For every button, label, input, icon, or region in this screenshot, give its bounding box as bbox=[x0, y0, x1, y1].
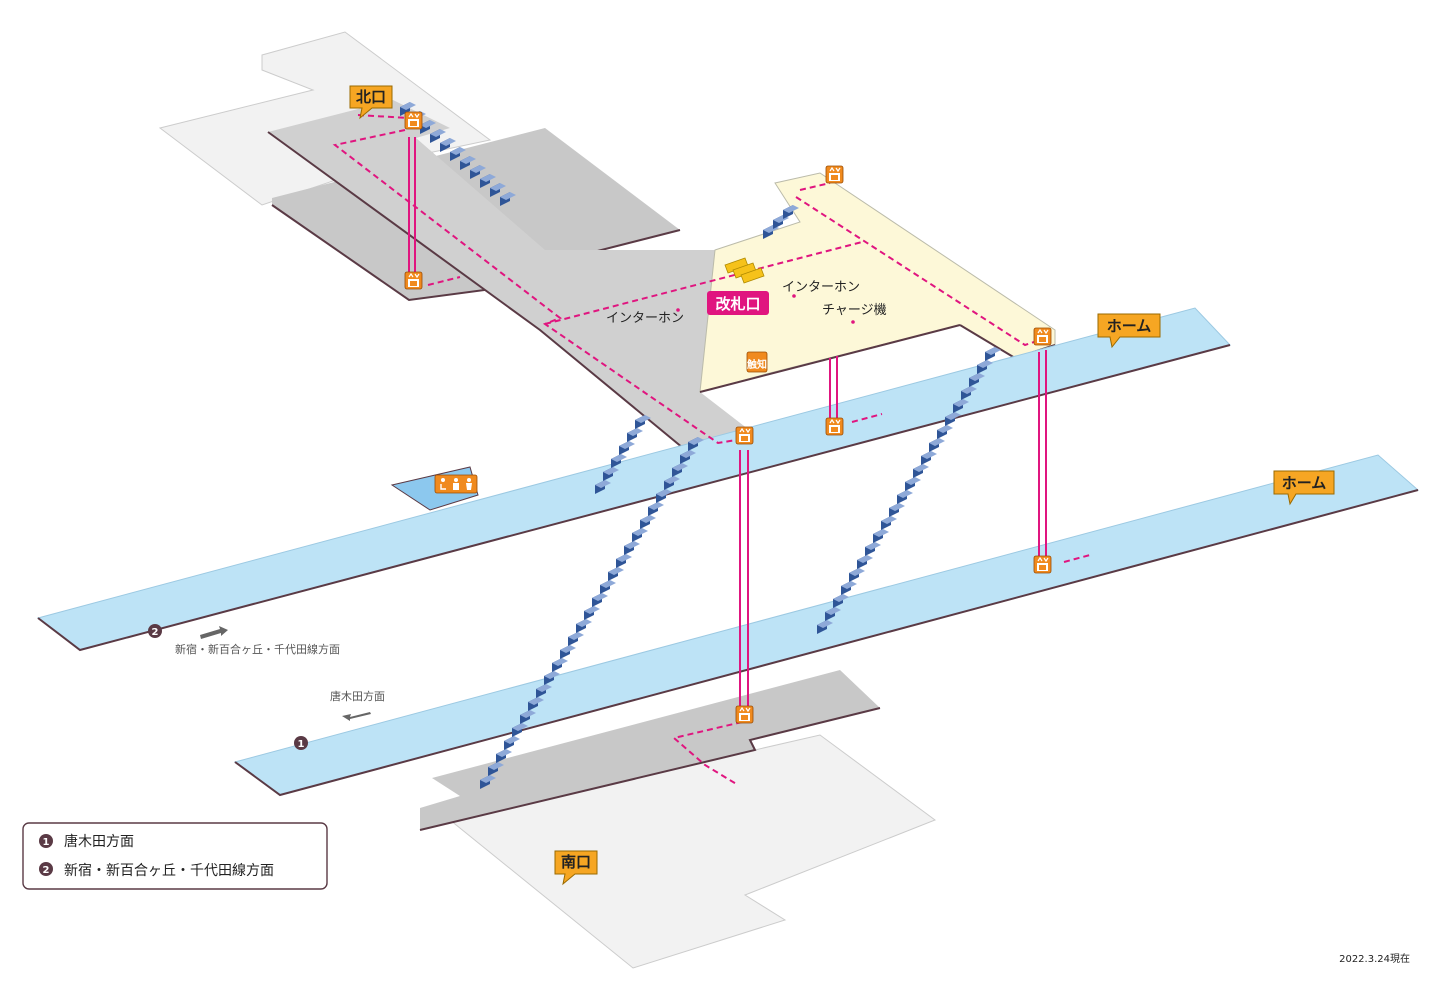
svg-text:1: 1 bbox=[298, 739, 305, 750]
tactile-map-icon: 触知 bbox=[746, 351, 768, 373]
platform1-direction: 唐木田方面 1 bbox=[294, 689, 385, 750]
charge-machine-label: チャージ機 bbox=[822, 303, 887, 318]
charge-machine-marker bbox=[851, 320, 855, 324]
platform2-direction: 2 新宿・新百合ヶ丘・千代田線方面 bbox=[148, 624, 340, 656]
accessible-toilet-icon bbox=[434, 474, 478, 494]
elevator-icon bbox=[404, 111, 423, 130]
north-exit-callout: 北口 bbox=[349, 85, 393, 120]
platform-lower-callout: ホーム bbox=[1273, 470, 1335, 506]
intercom-marker-right bbox=[792, 294, 796, 298]
svg-text:南口: 南口 bbox=[561, 853, 591, 871]
svg-text:新宿・新百合ヶ丘・千代田線方面: 新宿・新百合ヶ丘・千代田線方面 bbox=[64, 862, 274, 879]
svg-text:2: 2 bbox=[43, 865, 50, 876]
svg-text:2: 2 bbox=[152, 627, 159, 638]
south-concourse bbox=[420, 670, 880, 830]
svg-text:ホーム: ホーム bbox=[1282, 474, 1327, 492]
svg-text:北口: 北口 bbox=[356, 88, 386, 106]
elevator-icon bbox=[1033, 555, 1052, 574]
intercom-label-left: インターホン bbox=[606, 311, 684, 326]
elevator-shafts bbox=[408, 137, 1047, 710]
svg-text:唐木田方面: 唐木田方面 bbox=[330, 689, 385, 703]
elevator-icon bbox=[825, 417, 844, 436]
legend: 1 唐木田方面 2 新宿・新百合ヶ丘・千代田線方面 bbox=[22, 822, 328, 890]
elevator-icon bbox=[735, 705, 754, 724]
ticket-gate-label: 改札口 bbox=[707, 291, 769, 315]
intercom-label-right: インターホン bbox=[782, 280, 860, 295]
elevator-icon bbox=[404, 271, 423, 290]
svg-text:改札口: 改札口 bbox=[715, 295, 760, 313]
svg-text:ホーム: ホーム bbox=[1107, 317, 1152, 335]
date-stamp: 2022.3.24現在 bbox=[1339, 953, 1410, 965]
platform-upper-callout: ホーム bbox=[1097, 313, 1161, 349]
svg-text:新宿・新百合ヶ丘・千代田線方面: 新宿・新百合ヶ丘・千代田線方面 bbox=[175, 642, 340, 656]
ticket-machine-icon bbox=[724, 257, 765, 284]
south-exit-callout: 南口 bbox=[554, 850, 598, 886]
svg-text:1: 1 bbox=[43, 837, 50, 848]
elevator-icon bbox=[1033, 327, 1052, 346]
elevator-icon bbox=[735, 426, 754, 445]
intercom-marker-left bbox=[676, 308, 680, 312]
elevator-icon bbox=[825, 165, 844, 184]
svg-text:唐木田方面: 唐木田方面 bbox=[64, 833, 134, 850]
svg-text:触知: 触知 bbox=[746, 358, 767, 371]
